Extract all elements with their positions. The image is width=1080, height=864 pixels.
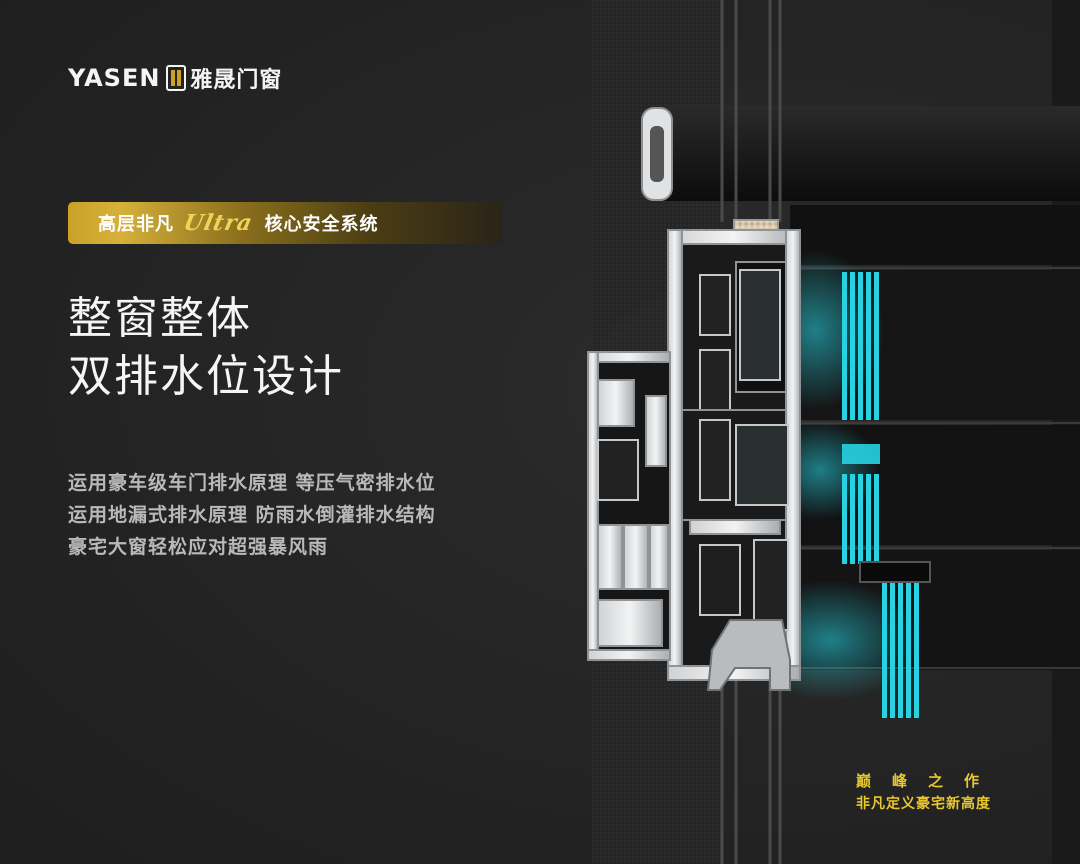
headline-line-2: 双排水位设计 <box>68 351 344 402</box>
brand-mark-icon <box>166 65 187 91</box>
tagline-line-1: 巅峰之作 <box>856 772 1001 790</box>
description-line: 运用地漏式排水原理 防雨水倒灌排水结构 <box>68 504 436 526</box>
bottom-gasket <box>706 619 791 691</box>
aluminium-section <box>667 229 801 681</box>
brand-name-en: YASEN <box>68 64 161 92</box>
description-line: 运用豪车级车门排水原理 等压气密排水位 <box>68 472 436 494</box>
feature-banner: 高层非凡 Ultra 核心安全系统 <box>68 202 502 244</box>
bar-top <box>660 106 1080 201</box>
tagline: 巅峰之作 非凡定义豪宅新高度 <box>856 770 1000 813</box>
tagline-line-2: 非凡定义豪宅新高度 <box>856 796 991 812</box>
headline-line-1: 整窗整体 <box>68 293 252 344</box>
brand-name-cn: 雅晟门窗 <box>190 68 283 93</box>
banner-text-right: 核心安全系统 <box>264 214 379 235</box>
description-line: 豪宅大窗轻松应对超强暴风雨 <box>68 536 329 558</box>
outer-frame <box>587 351 671 661</box>
brand-logo: YASEN 雅晟门窗 <box>68 62 282 94</box>
headline: 整窗整体 双排水位设计 <box>68 290 344 406</box>
banner-ultra-script: Ultra <box>181 210 256 236</box>
drainage-channels <box>842 272 919 718</box>
description: 运用豪车级车门排水原理 等压气密排水位 运用地漏式排水原理 防雨水倒灌排水结构 … <box>68 467 436 563</box>
banner-text-left: 高层非凡 <box>98 214 174 235</box>
